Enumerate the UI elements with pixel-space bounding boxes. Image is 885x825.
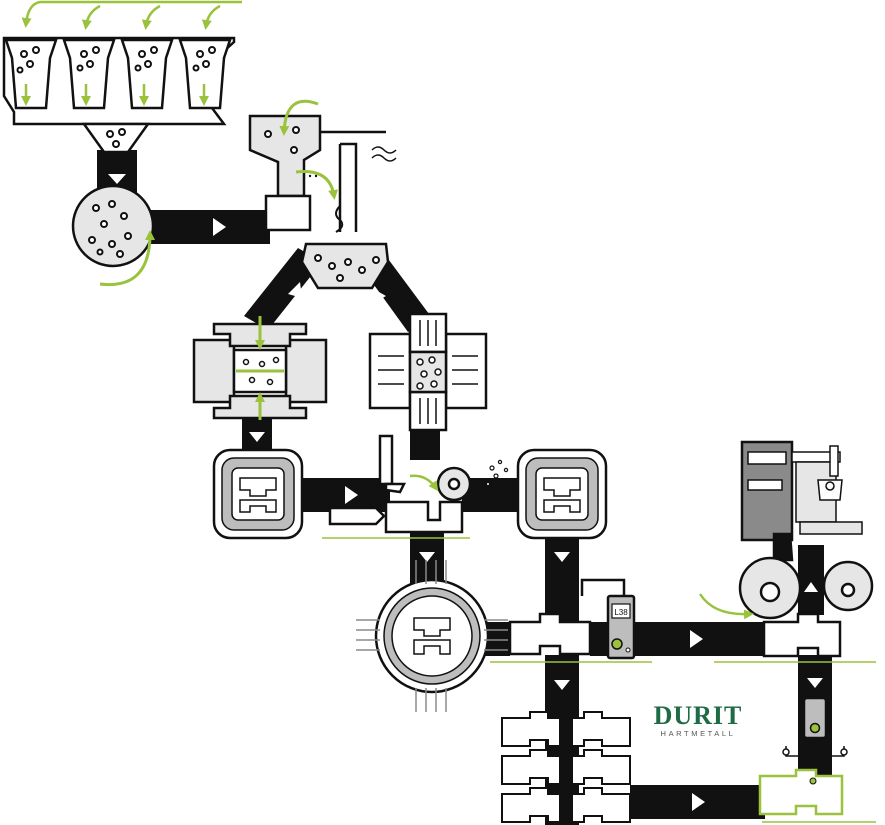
isostatic-press xyxy=(368,312,488,432)
flow-arrow-down-icon xyxy=(419,552,435,562)
uniaxial-press xyxy=(192,316,328,420)
gauge-readout: L38 xyxy=(614,608,628,617)
flow-arrow-right-icon xyxy=(213,218,226,236)
flow-arrow-down-icon xyxy=(249,432,265,442)
finished-parts-stack xyxy=(501,711,631,823)
logo-tagline: HARTMETALL xyxy=(660,729,736,738)
conveyor-sinter2-down xyxy=(545,535,579,625)
flow-arrow-right-icon xyxy=(692,793,705,811)
flow-arrow-down-icon xyxy=(108,174,126,184)
final-quality-check xyxy=(758,696,876,823)
inspection-station: L38 xyxy=(490,578,652,663)
conveyor-to-press-left xyxy=(244,248,322,330)
raw-material-hoppers xyxy=(2,36,236,154)
ball-mill xyxy=(71,184,155,287)
sinter-furnace-2 xyxy=(516,448,608,540)
durit-logo: DURIT HARTMETALL xyxy=(648,703,748,739)
conveyor-mixer-to-dryer xyxy=(150,210,270,244)
flow-arrow-up-icon xyxy=(804,582,818,592)
machining-station xyxy=(322,434,509,539)
powder-particles xyxy=(16,46,216,148)
flow-arrow-down-icon xyxy=(554,552,570,562)
flow-arrows xyxy=(108,174,823,811)
spray-dryer xyxy=(248,99,397,290)
sinter-furnace-1 xyxy=(212,448,304,540)
flow-arrow-down-icon xyxy=(554,680,570,690)
hip-unit xyxy=(356,560,508,712)
feed-arrows xyxy=(21,0,242,30)
flow-arrow-down-icon xyxy=(807,678,823,688)
flow-arrow-right-icon xyxy=(345,486,358,504)
flow-arrow-diag-icon xyxy=(372,288,386,304)
grinding-machine xyxy=(698,440,876,663)
conveyor-station-to-sinter2 xyxy=(462,478,522,512)
logo-wordmark: DURIT xyxy=(653,701,743,730)
flow-arrow-right-icon xyxy=(690,630,703,648)
hopper-outlet-arrows xyxy=(21,84,209,106)
conveyor-grinding-up xyxy=(798,545,824,615)
flow-arrow-diag-icon xyxy=(288,282,302,298)
